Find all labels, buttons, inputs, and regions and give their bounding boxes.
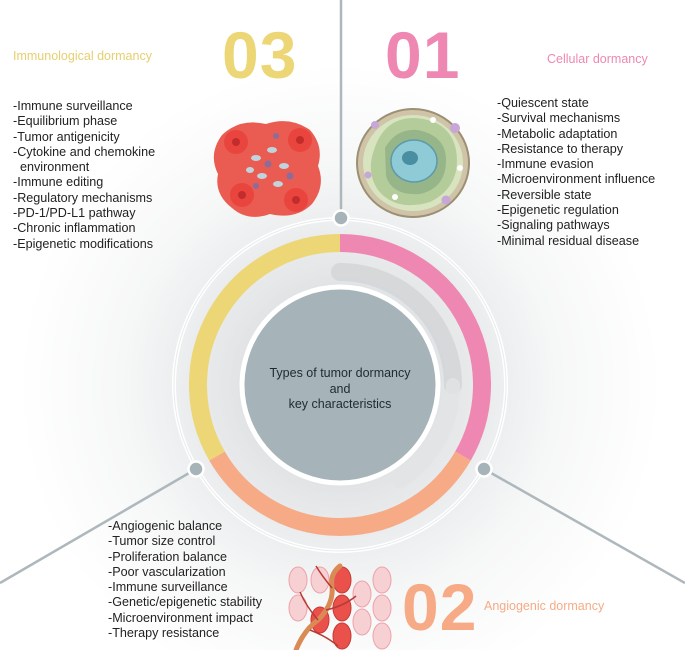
left-divider-line xyxy=(0,467,197,585)
list-item: -Metabolic adaptation xyxy=(497,126,618,141)
list-item: -Minimal residual disease xyxy=(497,233,640,248)
list-item: -Tumor size control xyxy=(108,534,216,549)
list-item: -Immune evasion xyxy=(497,157,594,172)
right-divider-line xyxy=(483,467,685,585)
right-joint-dot xyxy=(475,460,493,478)
angiogenic-segment xyxy=(209,451,471,536)
angiogenic-number: 02 xyxy=(402,570,478,644)
list-item: -Resistance to therapy xyxy=(497,141,623,156)
list-item: -Angiogenic balance xyxy=(108,519,223,533)
center-label: Types of tumor dormancy and key characte… xyxy=(246,366,434,413)
list-item: -Equilibrium phase xyxy=(13,114,118,129)
angiogenic-title: Angiogenic dormancy xyxy=(484,599,605,613)
donut-ring xyxy=(189,234,491,536)
left-joint-dot xyxy=(187,460,205,478)
immunological-number: 03 xyxy=(222,18,298,92)
center-disc xyxy=(239,284,441,486)
cellular-segment xyxy=(339,234,491,461)
list-item: -Survival mechanisms xyxy=(497,111,621,126)
list-item: -PD-1/PD-L1 pathway xyxy=(13,206,136,221)
top-joint-dot xyxy=(332,209,350,227)
list-item: -Tumor antigenicity xyxy=(13,129,120,144)
list-item: -Therapy resistance xyxy=(108,626,220,641)
list-item: -Cytokine and chemokine xyxy=(13,144,156,159)
list-item: -Immune surveillance xyxy=(108,580,228,595)
list-item: -Quiescent state xyxy=(497,96,589,110)
list-item: -Epigenetic regulation xyxy=(497,203,619,218)
list-item: -Signaling pathways xyxy=(497,218,610,233)
list-item: -Microenvironment influence xyxy=(497,172,656,187)
list-item: -Immune surveillance xyxy=(13,99,133,113)
immunological-segment xyxy=(189,234,341,461)
list-item: -Poor vascularization xyxy=(108,564,226,579)
cellular-number: 01 xyxy=(385,18,461,92)
list-item: -Chronic inflammation xyxy=(13,221,136,236)
list-item: -Epigenetic modifications xyxy=(13,236,154,251)
list-item: -Regulatory mechanisms xyxy=(13,190,153,205)
immunological-title: Immunological dormancy xyxy=(13,49,152,63)
inner-swoosh xyxy=(331,263,462,394)
immunological-list: -Immune surveillance -Equilibrium phase … xyxy=(13,99,155,252)
angiogenic-list: -Angiogenic balance -Tumor size control … xyxy=(108,519,262,641)
cellular-title: Cellular dormancy xyxy=(547,52,648,66)
list-item: -Genetic/epigenetic stability xyxy=(108,595,263,610)
center-line-2: and xyxy=(329,381,351,396)
cellular-list: -Quiescent state -Survival mechanisms -M… xyxy=(497,96,655,249)
list-item: environment xyxy=(13,160,90,175)
cell-icon xyxy=(356,108,470,218)
center-line-1: Types of tumor dormancy xyxy=(269,366,411,380)
list-item: -Microenvironment impact xyxy=(108,610,253,625)
list-item: -Proliferation balance xyxy=(108,549,228,564)
list-item: -Reversible state xyxy=(497,187,592,202)
list-item: -Immune editing xyxy=(13,175,104,190)
tumor-cluster-icon xyxy=(213,121,321,217)
blood-vessel-cells-icon xyxy=(288,563,392,650)
center-line-3: key characteristics xyxy=(288,397,392,411)
